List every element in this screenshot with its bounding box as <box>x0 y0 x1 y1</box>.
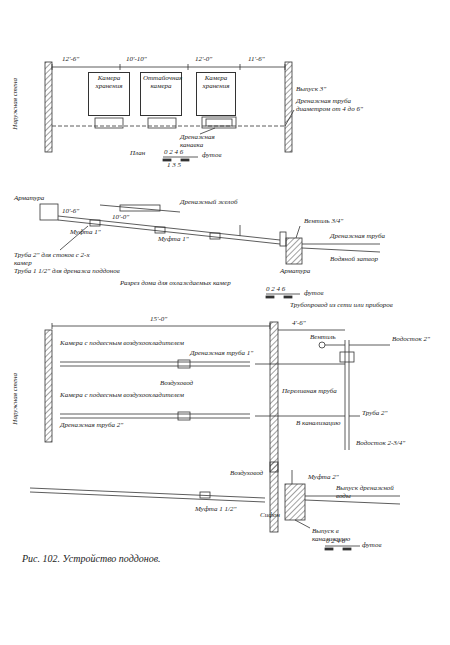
drawing-label: План <box>130 150 145 158</box>
drawing-label: футов <box>202 152 221 160</box>
drawing-label: Арматура <box>14 195 44 203</box>
drawing-label: Труба 2" <box>362 410 387 418</box>
room-box: Оттайочная камера <box>140 72 182 116</box>
drawing-label: Муфта 1" <box>158 236 189 244</box>
drawing-label: 10'-0" <box>112 214 129 222</box>
drawing-label: Трубопровод из сети или приборов <box>290 302 400 310</box>
drawing-label: 10'-6" <box>62 208 79 216</box>
room-label: Камера с подвесным воздухоохладителем <box>60 392 256 400</box>
drawing-label: 0 2 4 6 <box>266 286 285 294</box>
drawing-label: 15'-0" <box>150 316 167 324</box>
drawing-label: 0 2 4 6 <box>326 538 345 546</box>
drawing-label: футов <box>362 542 381 550</box>
drawing-label: Водосток 2-3/4" <box>356 440 416 448</box>
drawing-label: 0 2 4 6 <box>164 149 183 157</box>
room-label: Камера хранения <box>199 75 233 90</box>
room-label: Камера с подвесным воздухоохладителем <box>60 340 256 348</box>
drawing-label: Труба 2" для стоков с 2-х камер <box>14 252 104 267</box>
drawing-label: Выпуск 3" <box>296 86 326 94</box>
drawing-label: Наружная стена <box>12 373 20 425</box>
drawing-label: Дренажная труба 2" <box>60 422 123 430</box>
drawing-label: Сифон <box>260 512 280 520</box>
drawing-label: 10'-10" <box>126 56 147 64</box>
drawing-label: Разрез дома для охлаждаемых камер <box>120 280 260 288</box>
room-label: Оттайочная камера <box>143 75 179 90</box>
drawing-label: Муфта 1 1/2" <box>195 506 236 514</box>
drawing-label: 11'-6" <box>248 56 265 64</box>
drawing-label: Дренажная труба 1" <box>190 350 260 358</box>
drawing-label: Дренажная канавка <box>180 134 220 149</box>
drawing-label: Вентиль 3/4" <box>304 218 343 226</box>
room-box: Камера с подвесным воздухоохладителем <box>58 390 258 410</box>
drawing-label: Воздуховод <box>160 380 193 388</box>
drawing-label: Воздуховод <box>230 470 263 478</box>
drawing-label: Труба 1 1/2" для дренажа поддонов <box>14 268 134 276</box>
room-box: Камера хранения <box>196 72 236 116</box>
drawing-label: Выпуск дренажной воды <box>336 485 396 500</box>
drawing-label: футов <box>304 290 323 298</box>
drawing-label: Водосток 2" <box>392 336 430 344</box>
drawing-label: В канализацию <box>296 420 351 428</box>
drawing-label: 1 3 5 <box>167 162 181 170</box>
drawing-label: Муфта 1" <box>70 229 101 237</box>
drawing-label: 12'-0" <box>195 56 212 64</box>
figure-caption: Рис. 102. Устройство поддонов. <box>22 553 161 564</box>
drawing-label: Дренажная труба <box>330 233 390 241</box>
drawing-label: Водяной затвор <box>330 256 378 264</box>
room-box: Камера хранения <box>88 72 130 116</box>
drawing-label: Наружная стена <box>12 78 20 130</box>
drawing-label: Дренажная труба диаметром от 4 до 6" <box>296 98 376 113</box>
drawing-label: Вентиль <box>310 334 336 342</box>
drawing-label: Арматура <box>280 268 310 276</box>
drawing-label: 4'-6" <box>292 320 306 328</box>
drawing-label: Переливная труба <box>282 388 337 396</box>
drawing-label: 12'-6" <box>62 56 79 64</box>
drawing-label: Дренажный желоб <box>180 199 250 207</box>
drawing-label: Муфта 2" <box>308 474 339 482</box>
room-label: Камера хранения <box>91 75 127 90</box>
